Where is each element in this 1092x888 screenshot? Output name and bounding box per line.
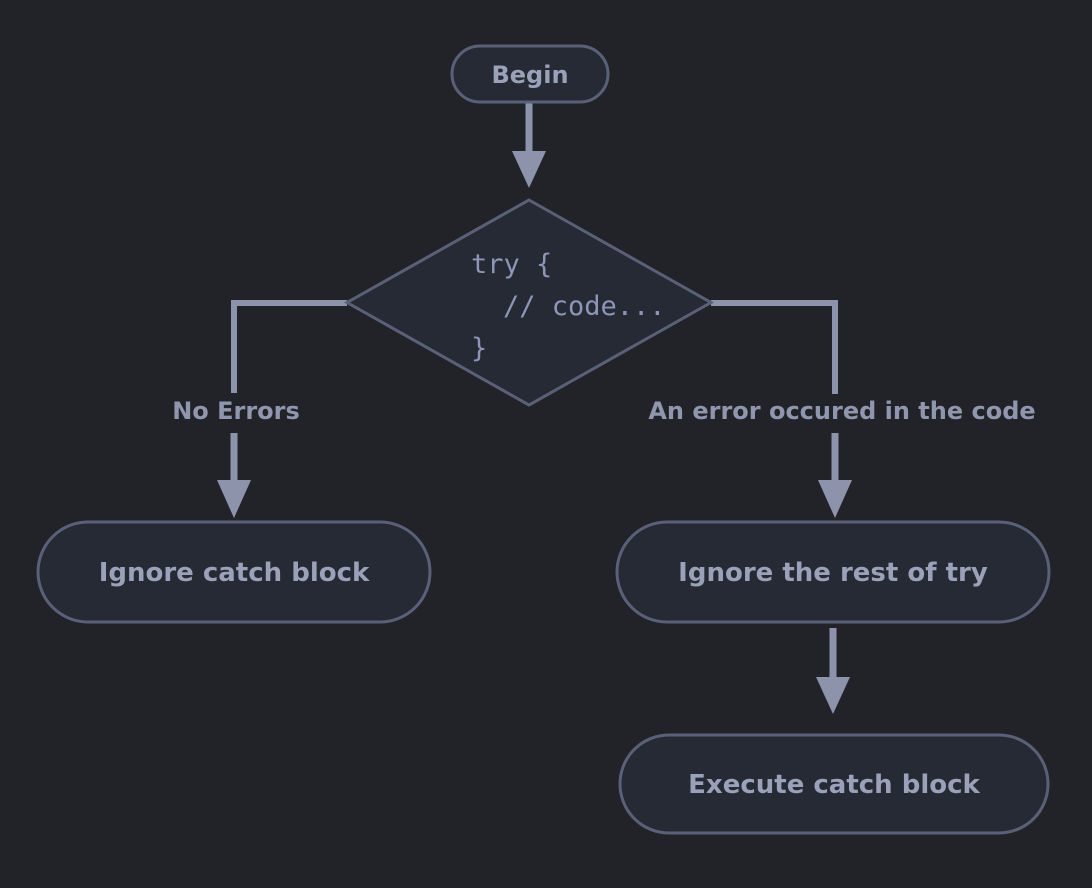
execute-catch-stadium-shape [618,733,1050,835]
edge-try-to-ignore-rest: An error occured in the code [648,300,1036,518]
arrowhead-down-icon [217,480,251,518]
edge-elbow-line [711,300,838,394]
ignore-rest-label: Ignore the rest of try [678,558,988,588]
begin-label: Begin [491,61,568,89]
node-execute-catch: Execute catch block [618,733,1050,835]
try-diamond-shape [343,198,715,407]
edge-label-no-errors: No Errors [172,397,300,425]
try-code-line2: // code... [503,291,666,322]
node-ignore-rest: Ignore the rest of try [615,520,1051,624]
try-code-line1: try { [471,249,552,280]
edge-elbow-line [231,300,347,393]
arrowhead-down-icon [818,480,852,518]
arrowhead-down-icon [512,151,546,188]
edge-label-error-occured: An error occured in the code [648,397,1035,425]
try-code-line3: } [471,333,487,364]
edge-begin-to-try [512,102,546,188]
ignore-catch-stadium-shape [36,520,432,624]
edge-ignore-rest-to-execute-catch [816,628,850,714]
execute-catch-label: Execute catch block [688,770,980,800]
edge-try-to-ignore-catch: No Errors [172,300,347,518]
ignore-catch-label: Ignore catch block [99,558,370,588]
node-ignore-catch: Ignore catch block [36,520,432,624]
arrowhead-down-icon [816,677,850,714]
ignore-rest-stadium-shape [615,520,1051,624]
node-try-diamond: try { // code... } [343,198,715,407]
node-begin: Begin [450,44,610,104]
begin-stadium-shape [450,44,610,104]
